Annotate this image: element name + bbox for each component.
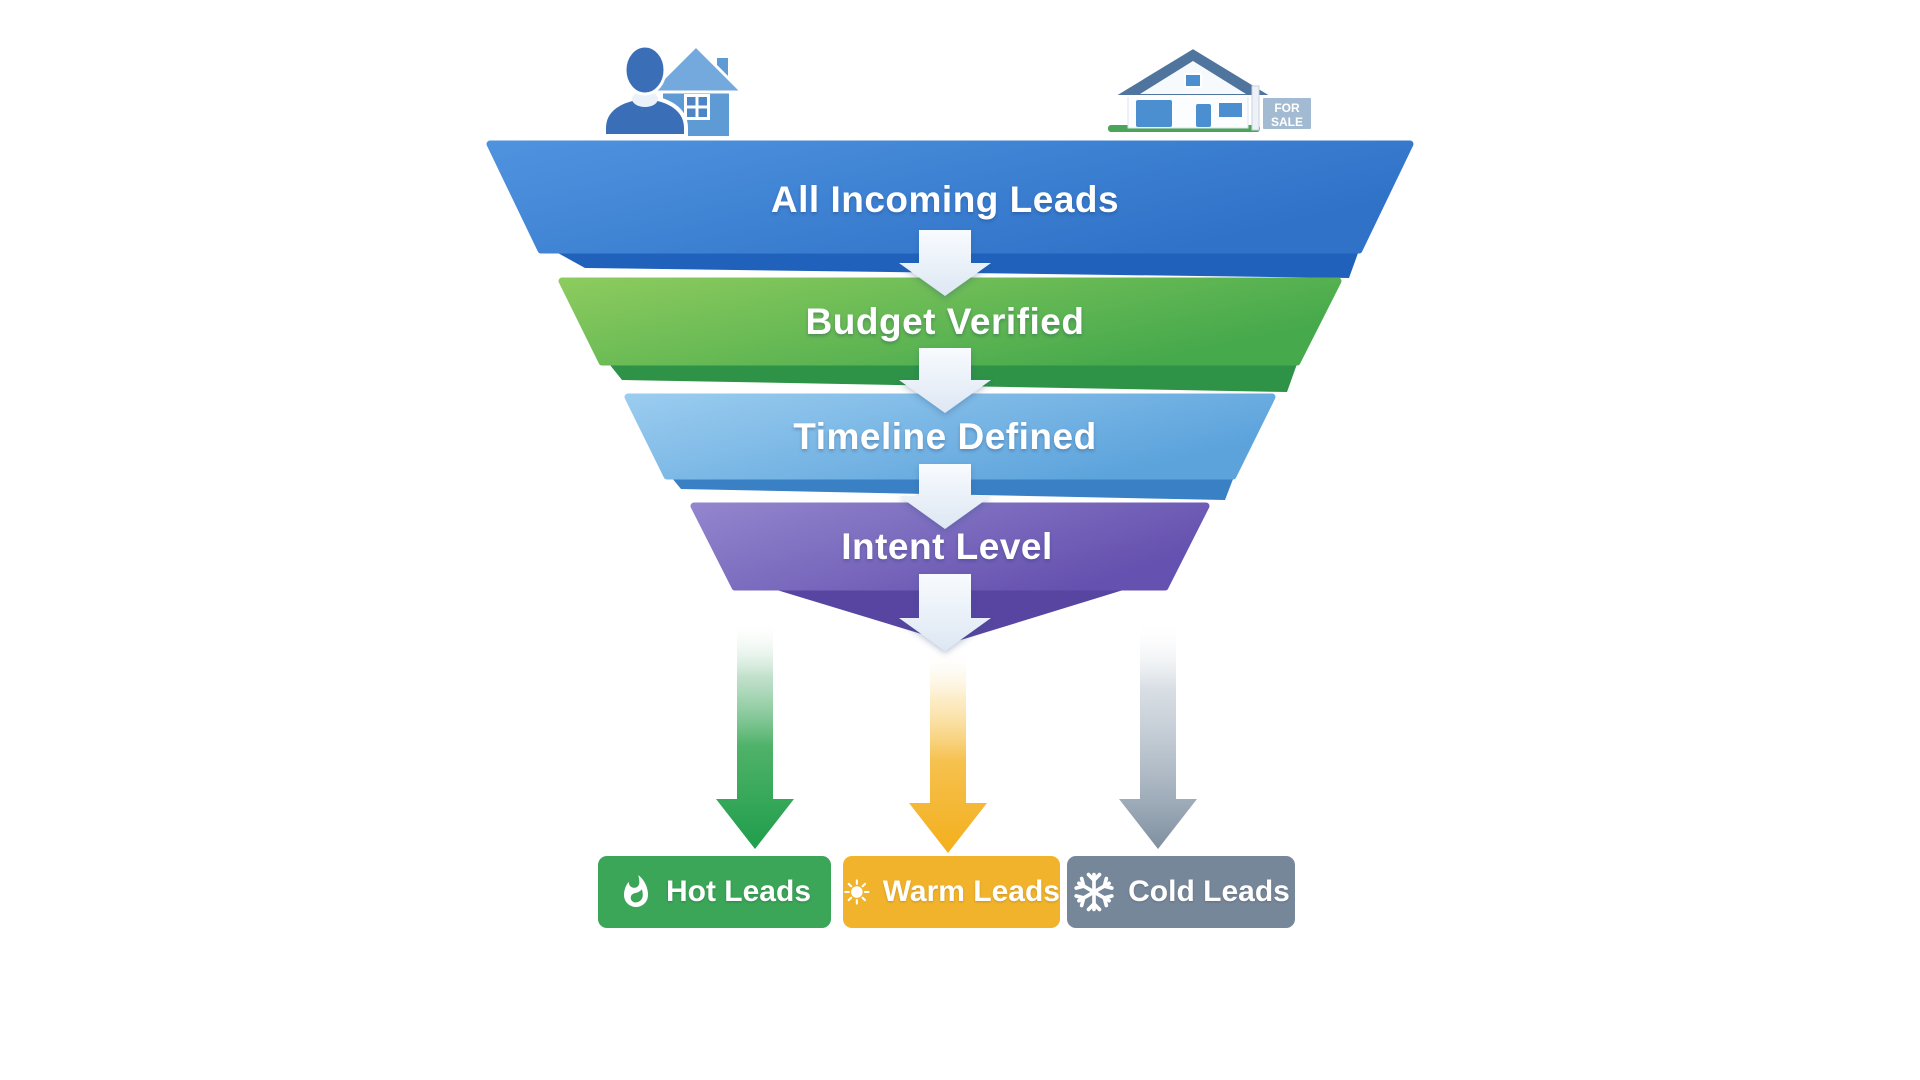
hot-leads-box: Hot Leads xyxy=(598,856,831,928)
funnel-down-arrow-3 xyxy=(899,464,991,529)
side-window xyxy=(1217,101,1244,119)
house-for-sale-icon: FOR SALE xyxy=(1108,47,1313,132)
warm-leads-box: Warm Leads xyxy=(843,856,1060,928)
funnel-down-arrow-2 xyxy=(899,348,991,413)
for-sale-sign-line1: FOR xyxy=(1274,101,1300,115)
for-sale-sign-line2: SALE xyxy=(1271,115,1303,129)
funnel-stage-label-4: Intent Level xyxy=(841,526,1053,567)
funnel-stage-label-3: Timeline Defined xyxy=(793,416,1097,457)
funnel-down-arrow-4 xyxy=(899,574,991,651)
flame-icon xyxy=(623,875,648,907)
buyer-house-chimney xyxy=(717,58,728,80)
cold-leads-arrow xyxy=(1119,620,1197,849)
funnel-stage-label-2: Budget Verified xyxy=(805,301,1085,342)
front-door xyxy=(1196,104,1211,127)
person-collar xyxy=(632,91,658,107)
garage-door xyxy=(1136,100,1172,127)
hot-leads-label: Hot Leads xyxy=(665,875,812,908)
sign-post xyxy=(1251,85,1260,131)
hot-leads-arrow xyxy=(716,620,794,849)
funnel-stage-label-1: All Incoming Leads xyxy=(770,179,1120,220)
attic-window xyxy=(1184,73,1202,88)
funnel-down-arrow-1 xyxy=(899,230,991,296)
cold-leads-label: Cold Leads xyxy=(1128,875,1290,908)
warm-leads-label: Warm Leads xyxy=(882,875,1060,908)
funnel-stage-2-shape xyxy=(558,277,1342,392)
cold-leads-box: Cold Leads xyxy=(1067,856,1295,928)
for-sale-sign xyxy=(1261,96,1313,131)
person-head xyxy=(623,44,667,96)
warm-leads-arrow xyxy=(909,648,987,853)
sun-icon xyxy=(844,879,870,905)
snowflake-icon xyxy=(1074,872,1114,912)
buyer-with-house-icon xyxy=(602,44,744,138)
buyer-house-roof xyxy=(648,44,744,94)
